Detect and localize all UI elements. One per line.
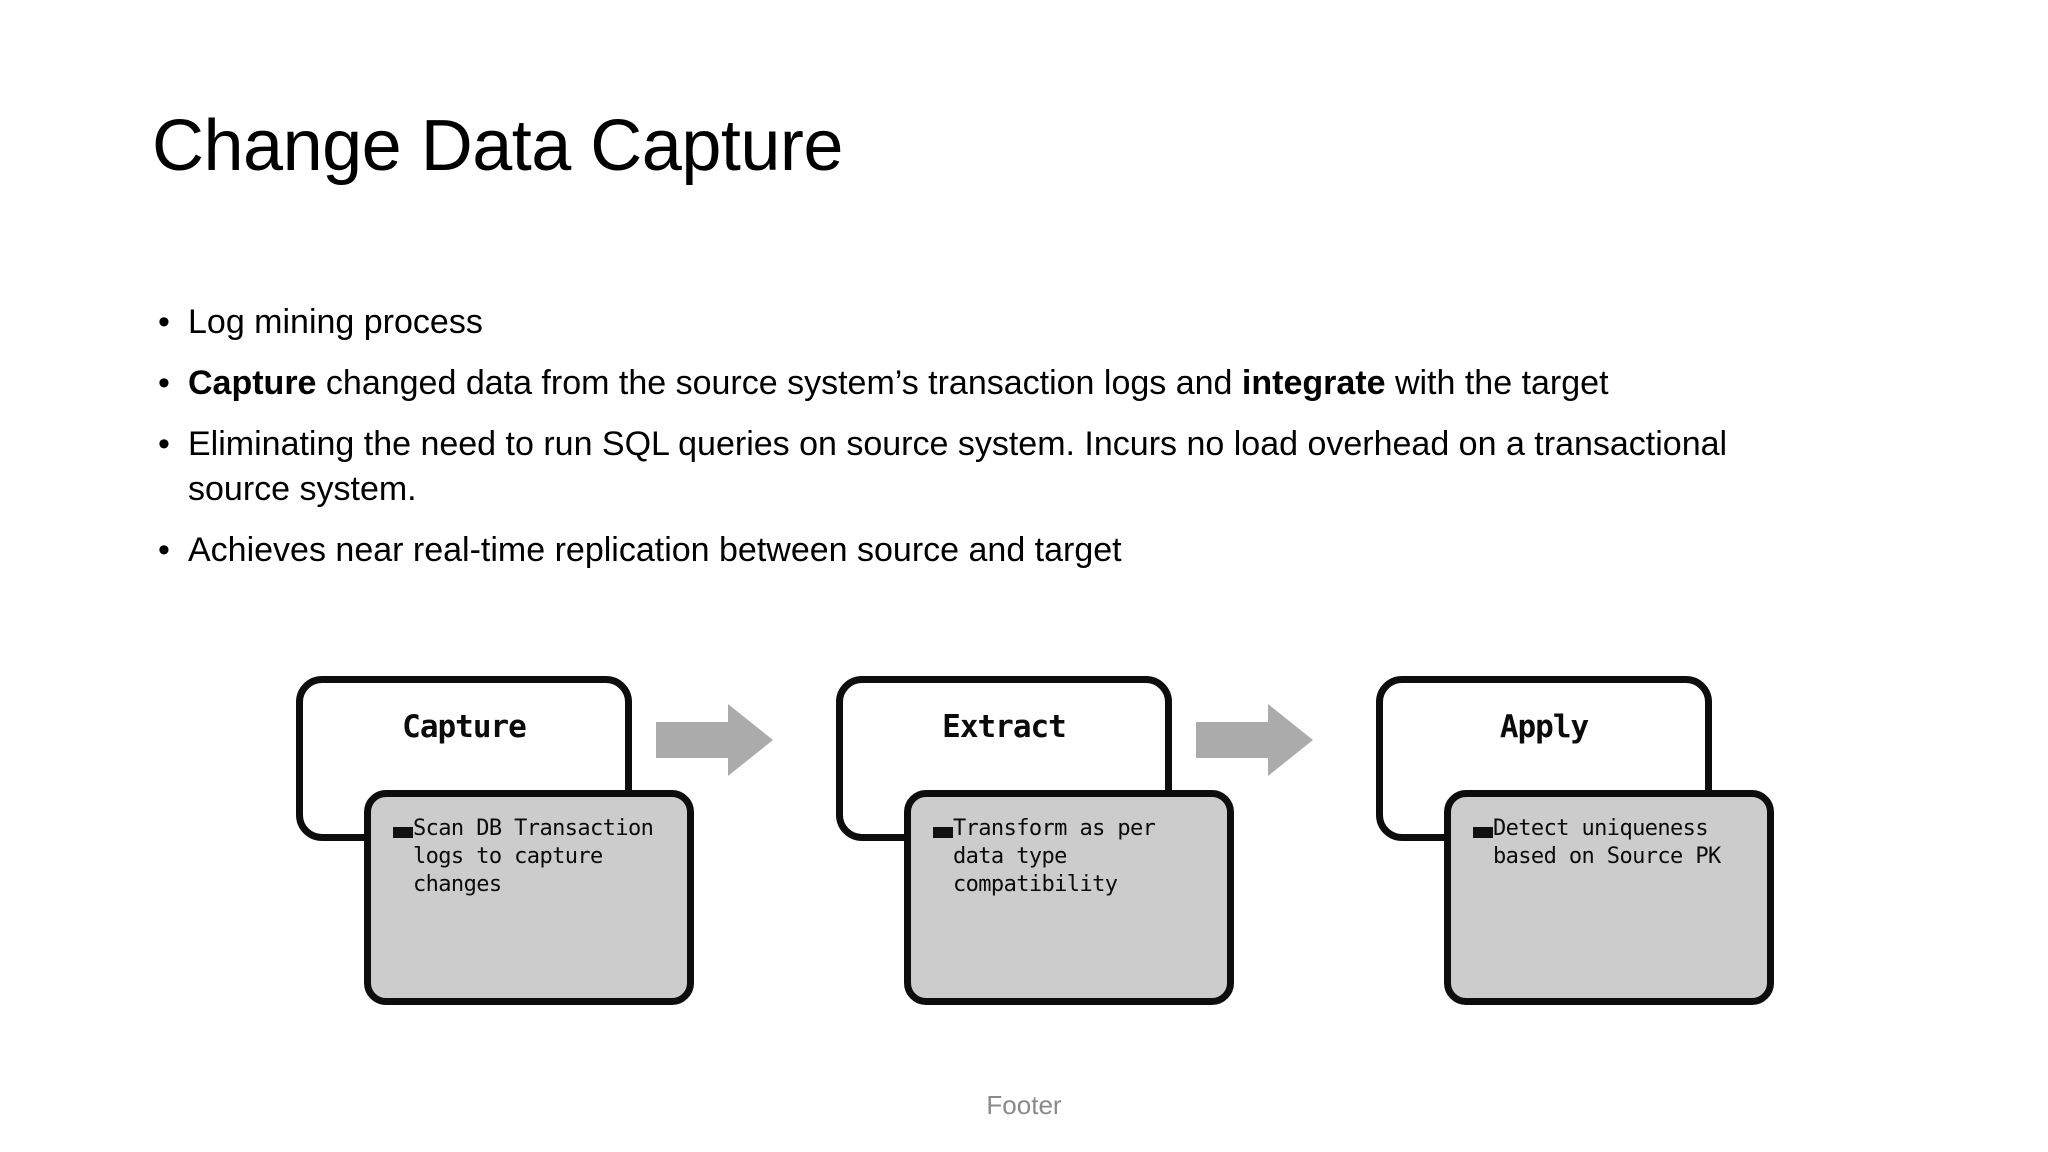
square-bullet-icon [1473,827,1493,838]
bullet-text-segment: Achieves near real-time replication betw… [188,530,1122,569]
bullet-text-segment: Eliminating the need to run SQL queries … [188,424,1728,508]
square-bullet-icon [393,827,413,838]
bullet-text: Capture changed data from the source sys… [188,361,1609,406]
stage-body-bullet-row: Detect uniqueness based on Source PK [1473,815,1753,871]
bullet-text-emphasis: integrate [1241,363,1386,402]
stage-body-card: Detect uniqueness based on Source PK [1444,790,1774,1005]
stage-body-bullet-row: Scan DB Transaction logs to capture chan… [393,815,673,899]
stage-body-text: Detect uniqueness based on Source PK [1493,816,1721,870]
stage-body-text: Scan DB Transaction logs to capture chan… [413,816,654,898]
bullet-text-emphasis: Capture [188,363,317,402]
square-bullet-icon [933,827,953,838]
stage-header-label: Capture [402,709,527,745]
bullet-item: • Achieves near real-time replication bet… [150,528,1890,573]
stage-body-card: Transform as per data type compatibility [904,790,1234,1005]
bullet-list: • Log mining process • Capture changed data… [150,300,1890,588]
flow-arrow-icon [1196,702,1314,778]
page-title: Change Data Capture [152,106,843,186]
bullet-text-segment: with the target [1385,363,1609,402]
bullet-text-segment: Log mining process [188,303,483,341]
bullet-text: Log mining process [188,300,483,345]
bullet-item: • Log mining process [150,300,1890,345]
bullet-text: Achieves near real-time replication betw… [188,528,1122,573]
bullet-text: Eliminating the need to run SQL queries … [188,422,1828,512]
slide-footer: Footer [986,1090,1062,1120]
stage-body-card: Scan DB Transaction logs to capture chan… [364,790,694,1005]
bullet-marker-icon: • [158,363,170,402]
bullet-marker-icon: • [158,530,170,569]
bullet-marker-icon: • [158,303,170,341]
stage-header-label: Apply [1499,709,1589,745]
stage-header-label: Extract [942,709,1067,745]
stage-body-text: Transform as per data type compatibility [953,816,1156,898]
flow-arrow-icon [656,702,774,778]
bullet-item: • Capture changed data from the source sy… [150,361,1890,406]
bullet-marker-icon: • [158,424,170,463]
bullet-item: • Eliminating the need to run SQL queries… [150,422,1890,512]
bullet-text-segment: changed data from the source system’s tr… [316,363,1242,402]
stage-body-bullet-row: Transform as per data type compatibility [933,815,1213,899]
